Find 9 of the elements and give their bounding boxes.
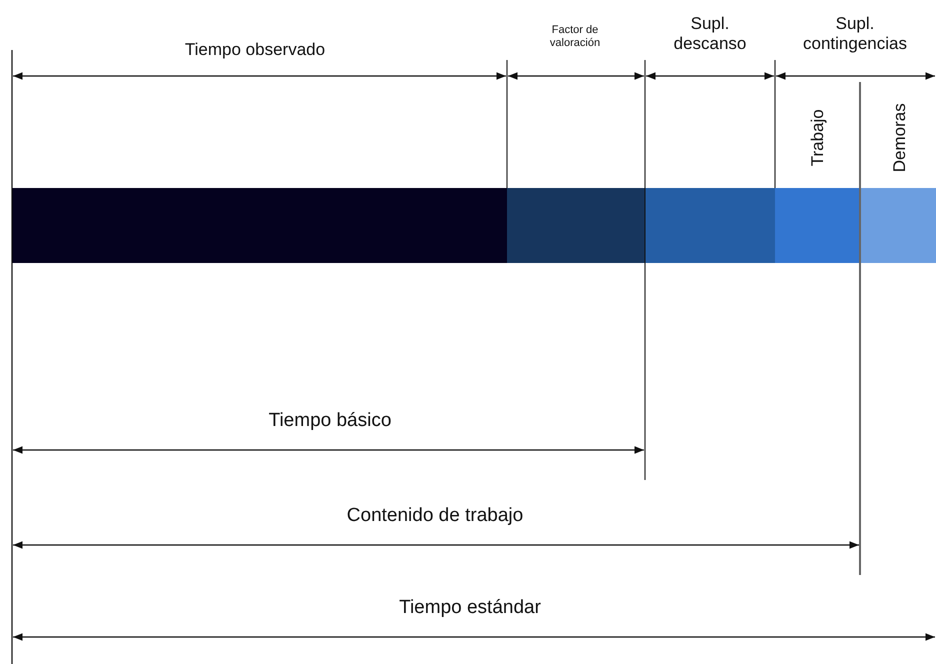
dimension-label: Supl. contingencias [802, 14, 908, 54]
segment-label: Trabajo [808, 108, 828, 168]
dimension-label: Tiempo estándar [398, 597, 542, 619]
dimension-label: Factor de valoración [548, 24, 602, 50]
segment-label: Demoras [890, 102, 910, 174]
dimension-label: Supl. descanso [672, 14, 748, 54]
dimension-label: Tiempo básico [268, 410, 392, 432]
dimension-label: Contenido de trabajo [346, 505, 524, 527]
dimension-label: Tiempo observado [184, 40, 326, 60]
